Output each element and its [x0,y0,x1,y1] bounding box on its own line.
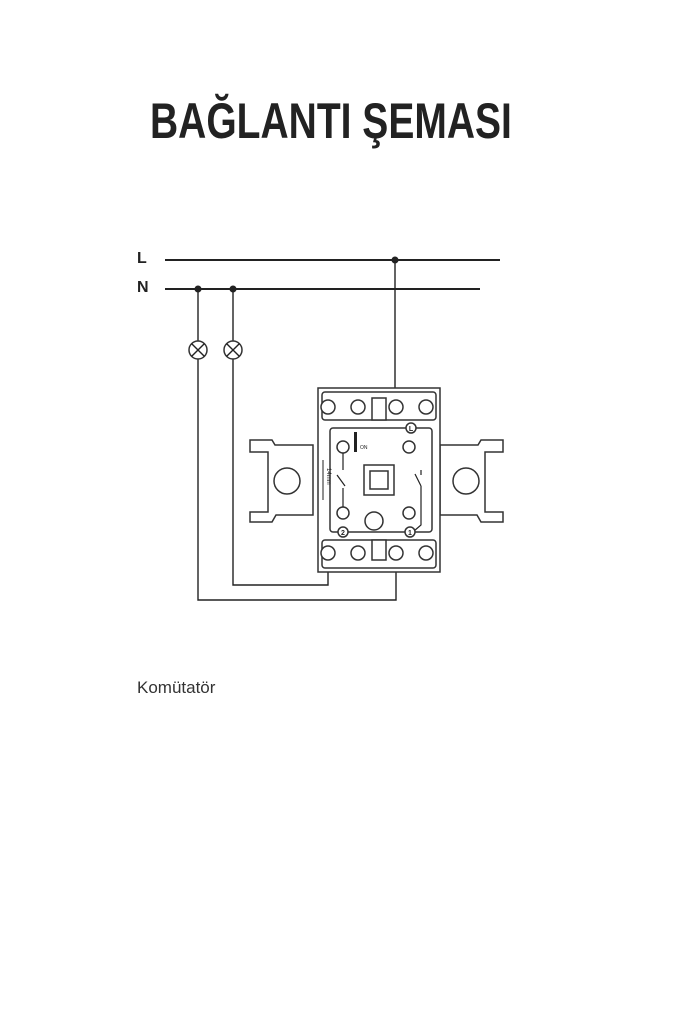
terminal-2-label: 2 [341,530,345,537]
line-label: L [137,250,147,267]
lamp-icon [188,340,208,360]
on-label: ON [360,445,368,451]
terminal-l-label: L [409,426,414,433]
switch-mechanism: L 2 1 ON 14mm [249,387,504,573]
page-title: BAĞLANTI ŞEMASI [150,93,512,149]
dimension-label: 14mm [325,468,331,485]
neutral-label: N [137,279,149,296]
lamp-1-wire [197,289,397,601]
lamp-icon [223,340,243,360]
lamp-2-wire [232,289,329,586]
caption: Komütatör [137,678,216,697]
terminal-1-label: 1 [408,530,412,537]
